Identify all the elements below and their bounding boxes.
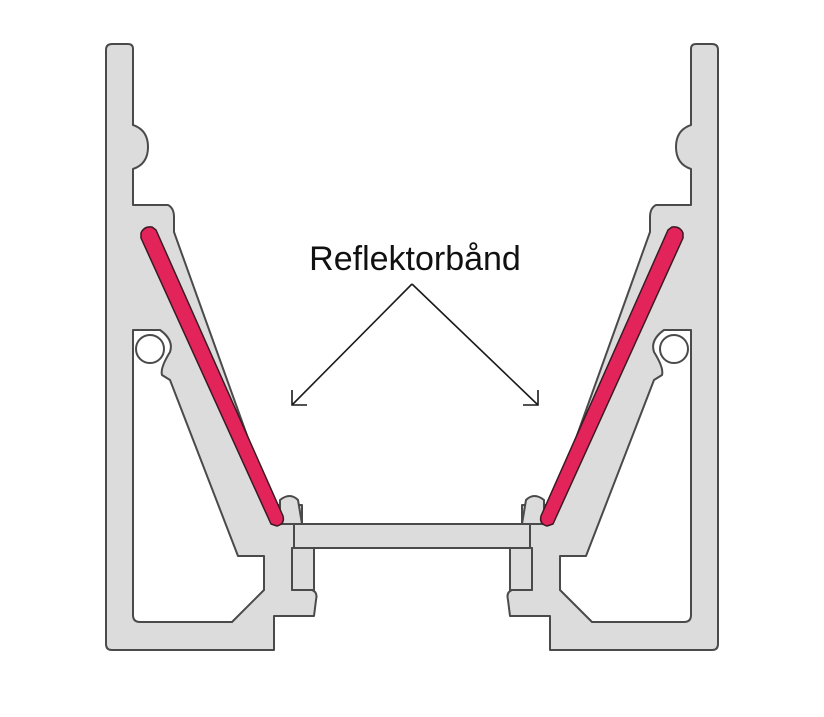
arrow-right-head (523, 390, 539, 406)
reflector-strip-right (539, 226, 684, 527)
callout-label: Reflektorbånd (309, 240, 521, 278)
profile-lip-right (521, 495, 545, 525)
arrow-left-line (291, 283, 413, 406)
callout-arrows (291, 283, 539, 406)
screw-channel-left (135, 334, 165, 364)
profile-bottom-bridge (293, 523, 531, 549)
arrow-left-head (291, 390, 307, 406)
reflector-strip-left (140, 226, 285, 527)
profile-lip-left (279, 495, 303, 525)
profile-slot-left-flange (291, 547, 315, 591)
arrow-right-line (411, 283, 539, 406)
screw-channel-right (659, 334, 689, 364)
profile-slot-right-flange (509, 547, 533, 591)
